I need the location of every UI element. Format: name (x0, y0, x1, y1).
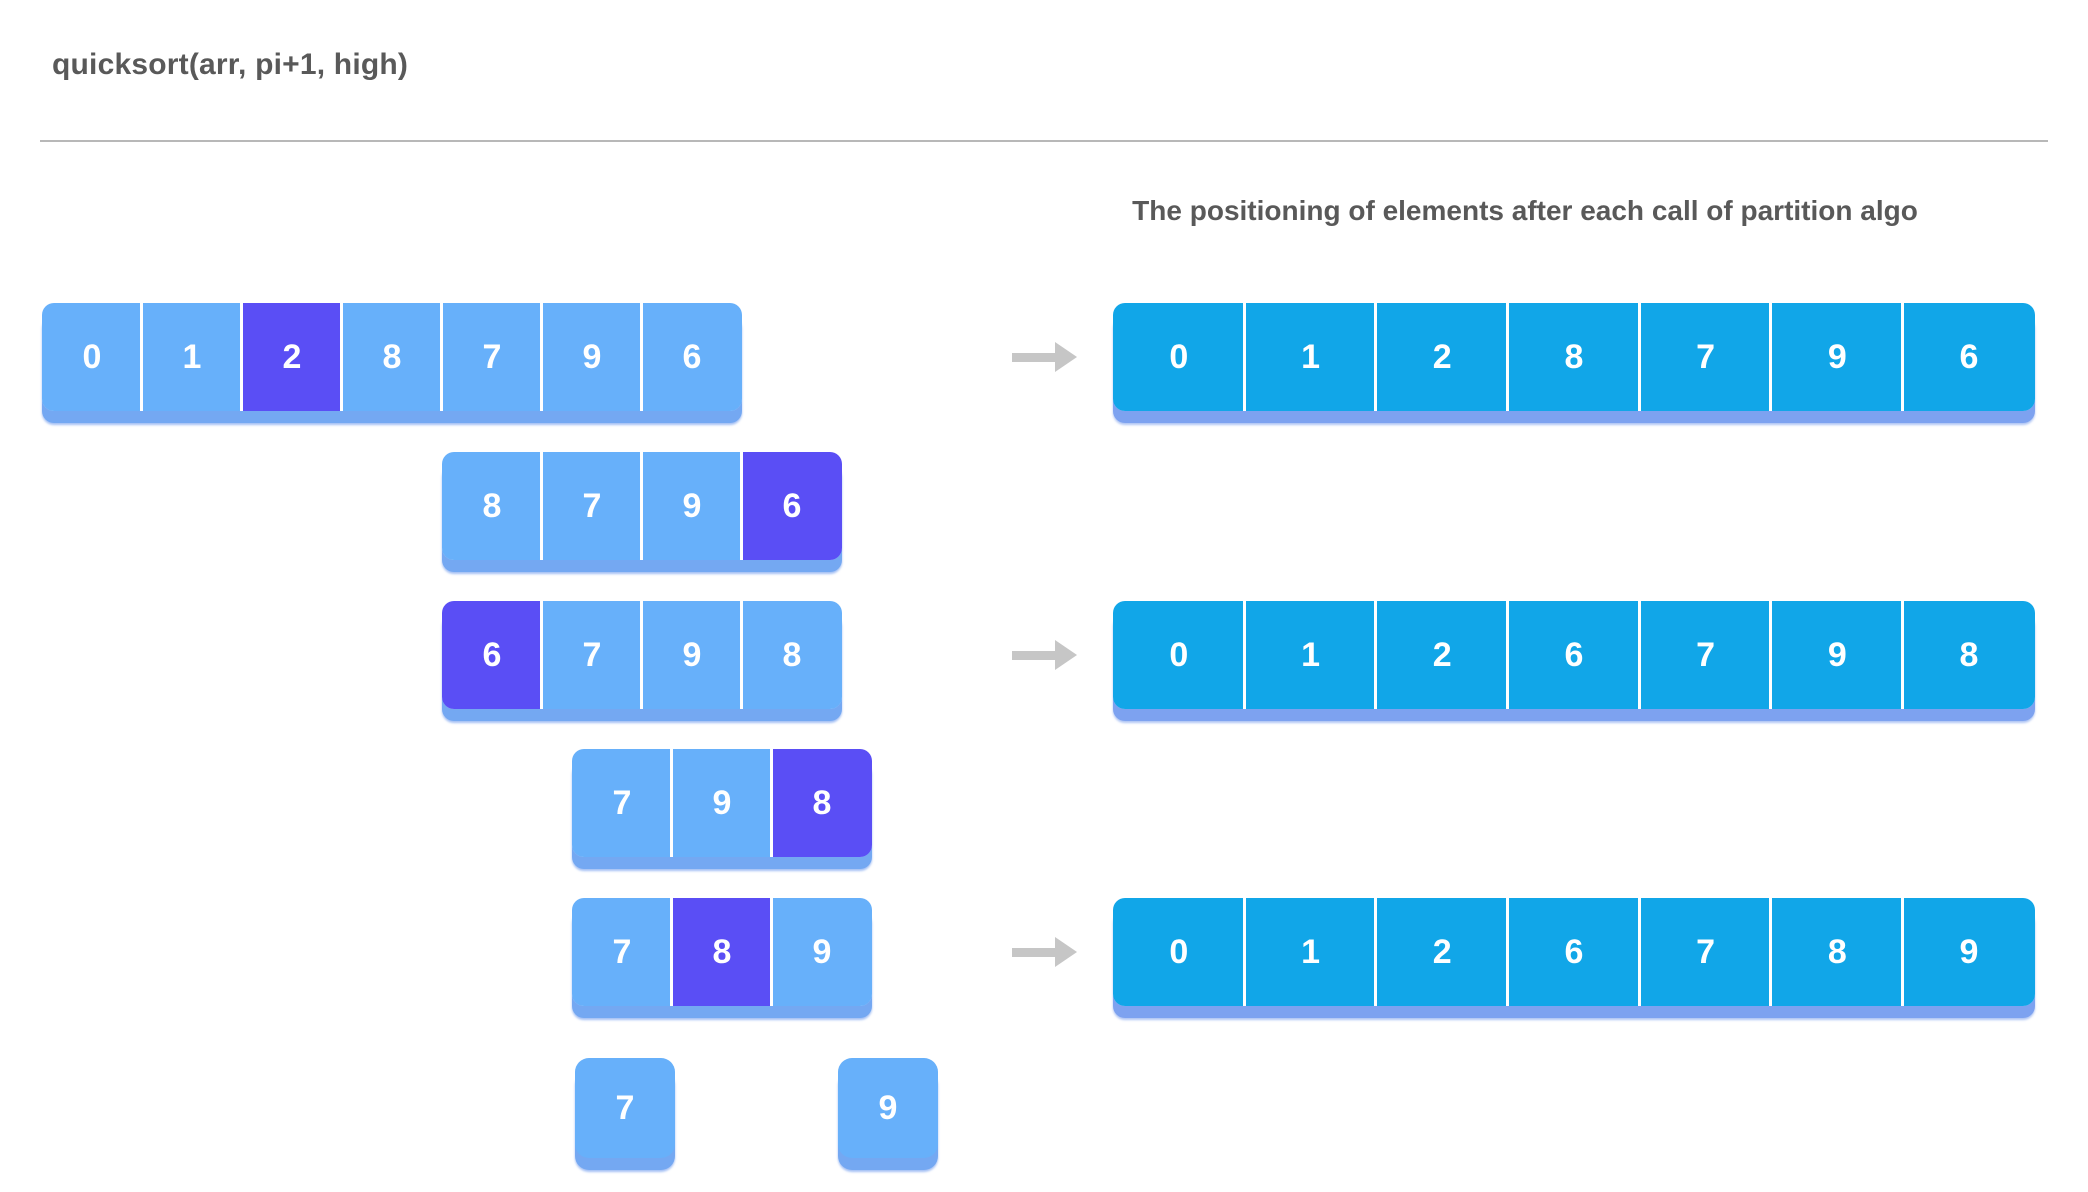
header-divider (40, 140, 2048, 142)
left-array-cell: 9 (770, 898, 872, 1006)
right-array-cell: 1 (1242, 898, 1377, 1006)
left-array-cell: 8 (740, 601, 842, 709)
left-array-cell: 6 (640, 303, 742, 411)
left-array-cell: 0 (42, 303, 142, 411)
right-array-cell: 9 (1769, 601, 1904, 709)
right-array-cell: 2 (1374, 898, 1509, 1006)
left-array-cell: 8 (670, 898, 772, 1006)
left-array-cell: 7 (440, 303, 542, 411)
right-array-cell: 9 (1769, 303, 1904, 411)
arrow-head (1055, 937, 1077, 967)
left-array-cell: 7 (540, 601, 642, 709)
arrow-shaft (1012, 352, 1056, 362)
right-array-cell: 0 (1113, 898, 1245, 1006)
right-array-cell: 9 (1901, 898, 2035, 1006)
arrow-right-icon (1012, 342, 1078, 372)
left-array-cell: 7 (572, 749, 672, 857)
arrow-right-icon (1012, 937, 1078, 967)
left-array-cell: 8 (770, 749, 872, 857)
left-array-cell: 1 (140, 303, 242, 411)
single-box-9: 9 (838, 1058, 938, 1158)
left-array-cell: 9 (670, 749, 772, 857)
page-title: quicksort(arr, pi+1, high) (52, 48, 409, 81)
right-array-cell: 8 (1769, 898, 1904, 1006)
right-array-cell: 6 (1901, 303, 2035, 411)
right-array-cell: 8 (1506, 303, 1640, 411)
arrow-shaft (1012, 650, 1056, 660)
left-array-cell: 6 (442, 601, 542, 709)
right-array-cell: 6 (1506, 601, 1640, 709)
left-array-cell: 9 (640, 452, 742, 560)
right-column-caption: The positioning of elements after each c… (1132, 195, 1918, 226)
left-array-cell: 7 (572, 898, 672, 1006)
left-array-cell: 6 (740, 452, 842, 560)
single-box-7: 7 (575, 1058, 675, 1158)
right-array-cell: 1 (1242, 601, 1377, 709)
left-array-cell: 8 (442, 452, 542, 560)
left-array-cell: 2 (240, 303, 342, 411)
right-array-cell: 6 (1506, 898, 1640, 1006)
right-array-cell: 0 (1113, 601, 1245, 709)
left-array-cell: 7 (540, 452, 642, 560)
right-array-cell: 7 (1637, 601, 1772, 709)
right-array-cell: 8 (1901, 601, 2035, 709)
arrow-shaft (1012, 947, 1056, 957)
arrow-right-icon (1012, 640, 1078, 670)
left-array-cell: 9 (640, 601, 742, 709)
right-array-cell: 2 (1374, 601, 1509, 709)
left-array-cell: 8 (340, 303, 442, 411)
arrow-head (1055, 640, 1077, 670)
left-array-cell: 9 (540, 303, 642, 411)
right-array-cell: 7 (1637, 898, 1772, 1006)
right-array-cell: 7 (1637, 303, 1772, 411)
right-array-cell: 0 (1113, 303, 1245, 411)
right-array-cell: 1 (1242, 303, 1377, 411)
arrow-head (1055, 342, 1077, 372)
right-array-cell: 2 (1374, 303, 1509, 411)
